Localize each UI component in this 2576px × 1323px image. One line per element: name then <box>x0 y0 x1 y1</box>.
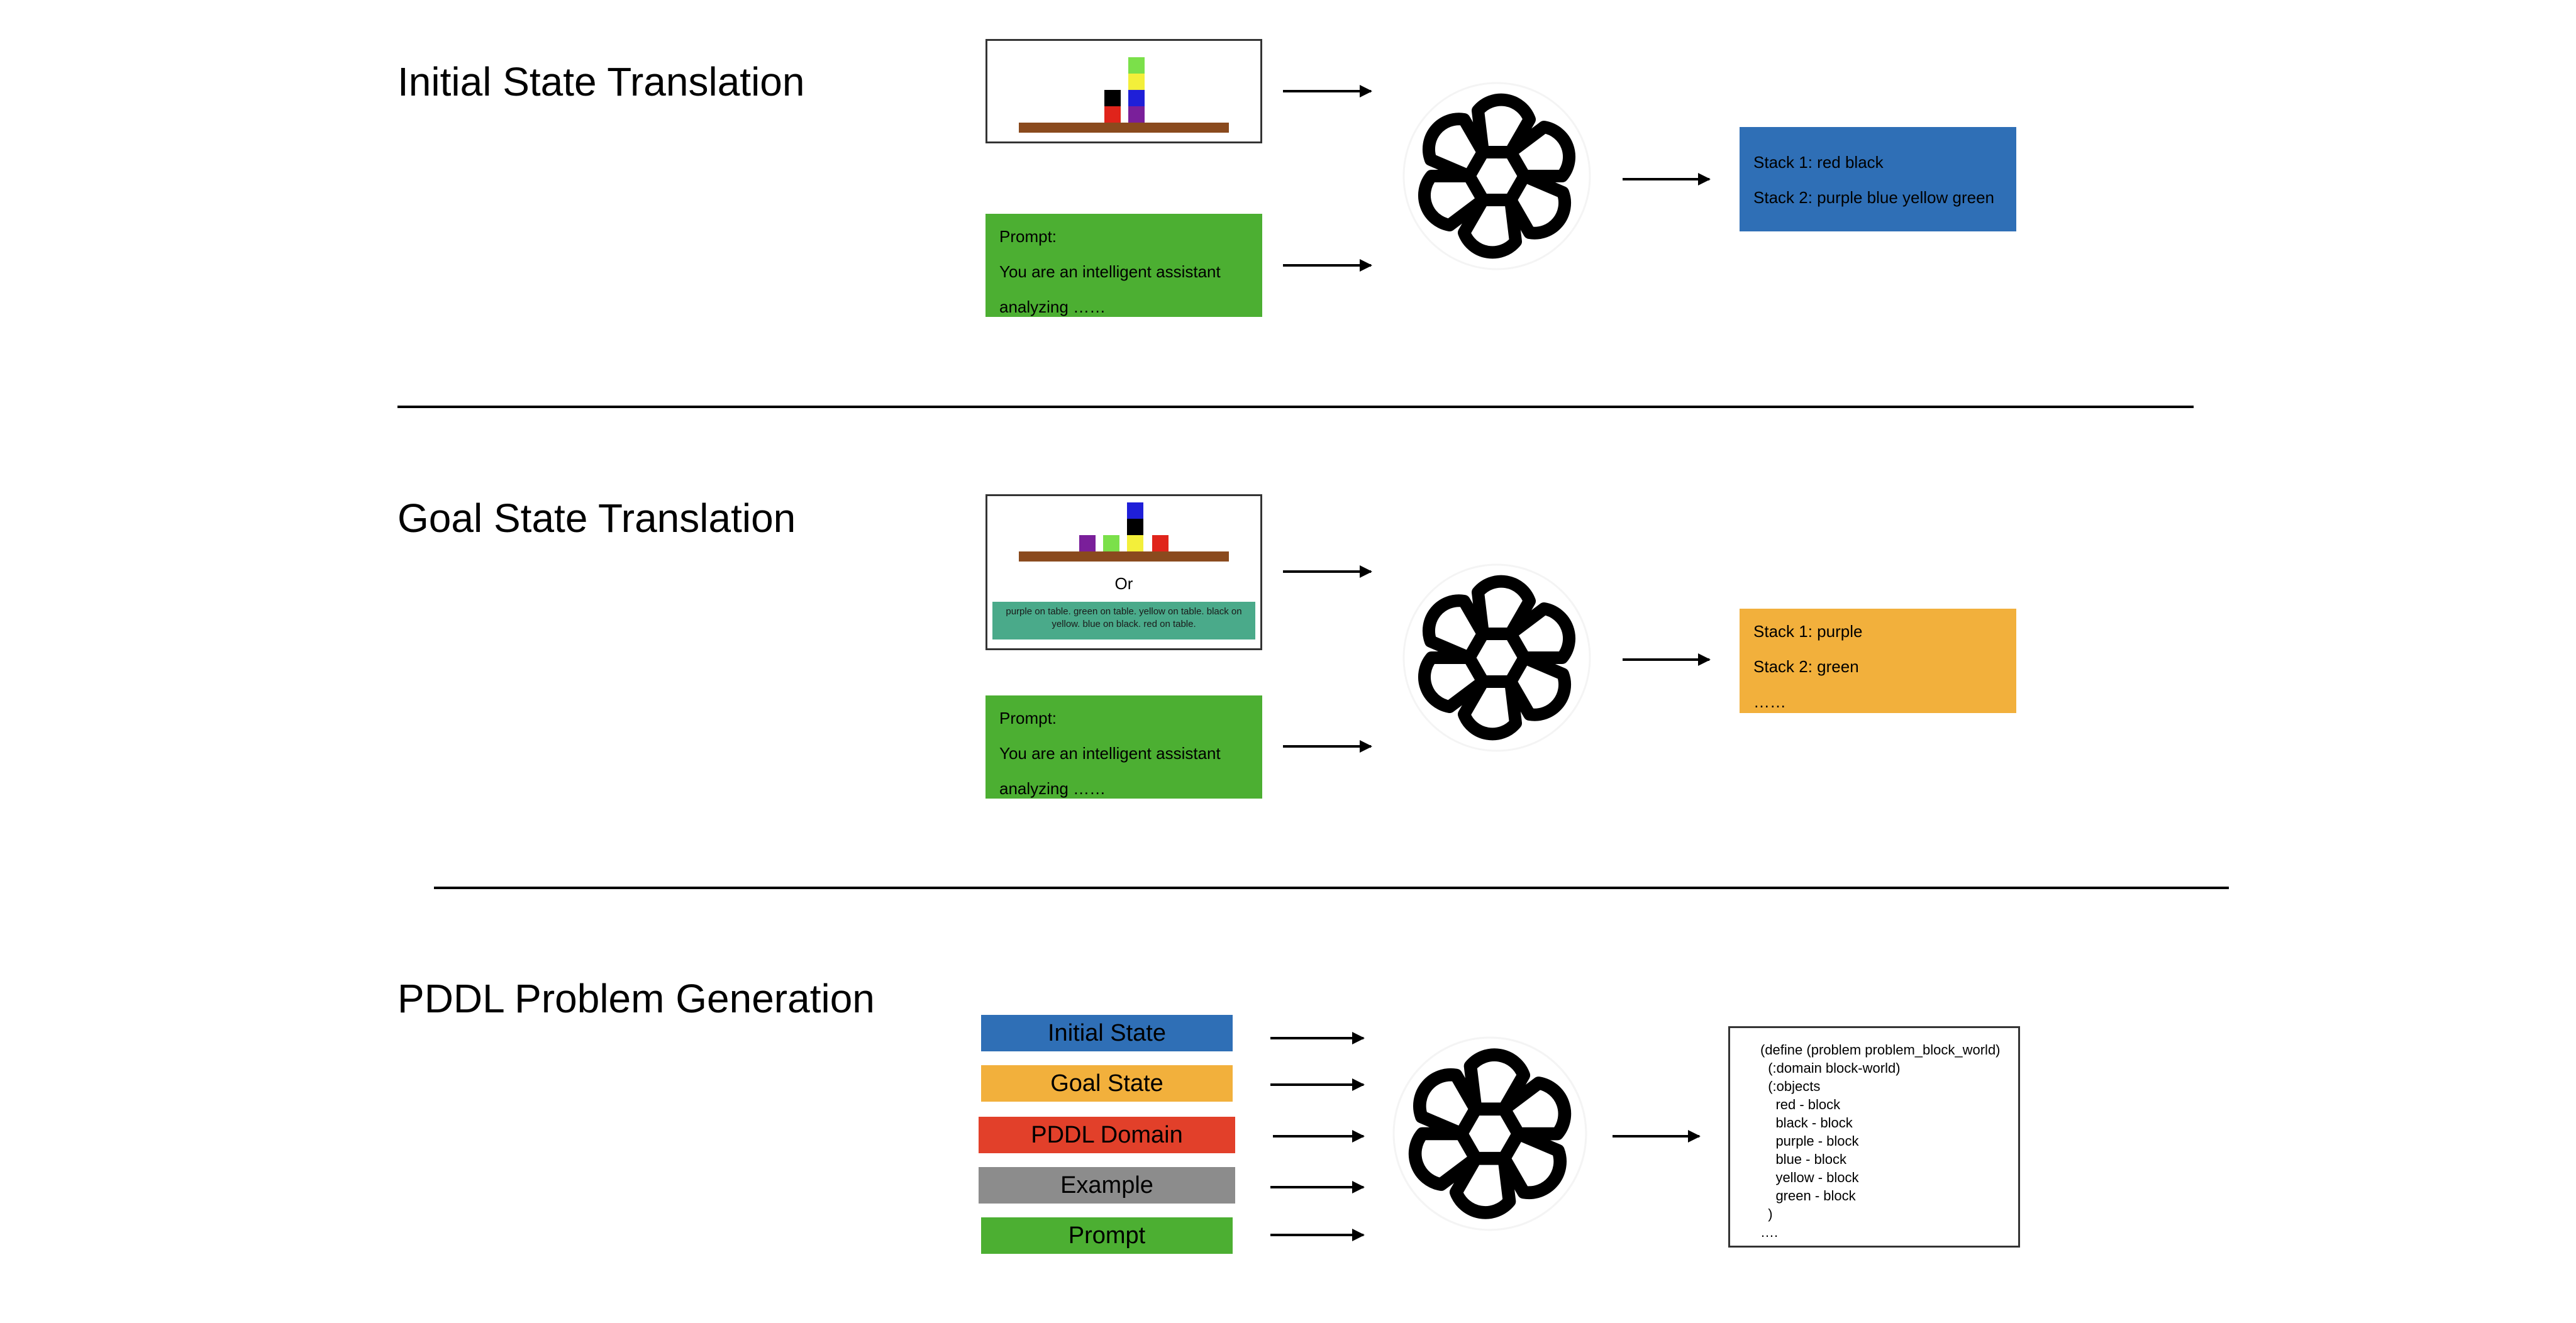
prompt-line: analyzing …… <box>999 779 1106 798</box>
output-line: Stack 1: purple <box>1753 622 1863 641</box>
code-line: black - block <box>1760 1115 1853 1131</box>
openai-logo-icon <box>1402 563 1591 752</box>
input-initial-state: Initial State <box>981 1015 1233 1051</box>
code-line: …. <box>1760 1224 1779 1240</box>
table-ground <box>1019 123 1229 133</box>
goal-state-title: Goal State Translation <box>397 495 796 541</box>
output-line: Stack 2: green <box>1753 657 1859 676</box>
initial-output-box: Stack 1: red black Stack 2: purple blue … <box>1740 127 2016 231</box>
initial-prompt-box: Prompt: You are an intelligent assistant… <box>985 214 1262 317</box>
right-arrow-icon <box>1283 565 1372 578</box>
section-divider <box>397 406 2194 408</box>
input-pddl-domain: PDDL Domain <box>979 1117 1235 1153</box>
code-line: (define (problem problem_block_world) <box>1760 1042 2001 1058</box>
block-green <box>1103 535 1119 551</box>
input-goal-state: Goal State <box>981 1065 1233 1102</box>
right-arrow-icon <box>1283 259 1372 272</box>
code-line: red - block <box>1760 1097 1841 1112</box>
block-black <box>1127 519 1143 535</box>
code-line: (:domain block-world) <box>1760 1060 1901 1076</box>
code-line: ) <box>1760 1206 1773 1222</box>
block-purple <box>1079 535 1096 551</box>
output-line: Stack 2: purple blue yellow green <box>1753 188 1995 207</box>
goal-prompt-box: Prompt: You are an intelligent assistant… <box>985 695 1262 799</box>
block-black <box>1104 90 1121 106</box>
or-label: Or <box>1114 574 1133 593</box>
initial-state-title: Initial State Translation <box>397 59 805 104</box>
goal-text-description: purple on table. green on table. yellow … <box>992 602 1255 639</box>
right-arrow-icon <box>1273 1130 1365 1143</box>
goal-state-image: Or purple on table. green on table. yell… <box>985 494 1262 650</box>
code-line: purple - block <box>1760 1133 1859 1149</box>
code-line: (:objects <box>1760 1078 1821 1094</box>
block-blue <box>1128 90 1145 106</box>
block-purple <box>1128 106 1145 123</box>
pddl-output-box: (define (problem problem_block_world) (:… <box>1728 1026 2020 1248</box>
table-ground <box>1019 551 1229 562</box>
pddl-generation-title: PDDL Problem Generation <box>397 976 875 1021</box>
initial-state-image <box>985 39 1262 143</box>
code-line: yellow - block <box>1760 1170 1859 1185</box>
block-yellow <box>1128 74 1145 90</box>
right-arrow-icon <box>1270 1078 1365 1091</box>
right-arrow-icon <box>1270 1032 1365 1044</box>
openai-logo-icon <box>1402 82 1591 270</box>
prompt-line: Prompt: <box>999 709 1057 728</box>
output-line: …… <box>1753 692 1786 711</box>
block-blue <box>1127 502 1143 519</box>
block-green <box>1128 57 1145 74</box>
prompt-line: You are an intelligent assistant <box>999 262 1221 281</box>
block-red <box>1104 106 1121 123</box>
block-yellow <box>1127 535 1143 551</box>
block-red <box>1152 535 1169 551</box>
right-arrow-icon <box>1283 740 1372 753</box>
input-example: Example <box>979 1167 1235 1204</box>
prompt-line: Prompt: <box>999 227 1057 246</box>
output-line: Stack 1: red black <box>1753 153 1884 172</box>
right-arrow-icon <box>1283 85 1372 97</box>
code-line: green - block <box>1760 1188 1856 1204</box>
prompt-line: analyzing …… <box>999 297 1106 316</box>
right-arrow-icon <box>1623 173 1711 185</box>
right-arrow-icon <box>1270 1181 1365 1193</box>
right-arrow-icon <box>1623 653 1711 666</box>
prompt-line: You are an intelligent assistant <box>999 744 1221 763</box>
right-arrow-icon <box>1270 1229 1365 1241</box>
input-prompt: Prompt <box>981 1217 1233 1254</box>
section-divider <box>434 887 2229 889</box>
code-line: blue - block <box>1760 1151 1846 1167</box>
openai-logo-icon <box>1392 1036 1587 1231</box>
goal-output-box: Stack 1: purple Stack 2: green …… <box>1740 609 2016 713</box>
right-arrow-icon <box>1613 1130 1701 1143</box>
